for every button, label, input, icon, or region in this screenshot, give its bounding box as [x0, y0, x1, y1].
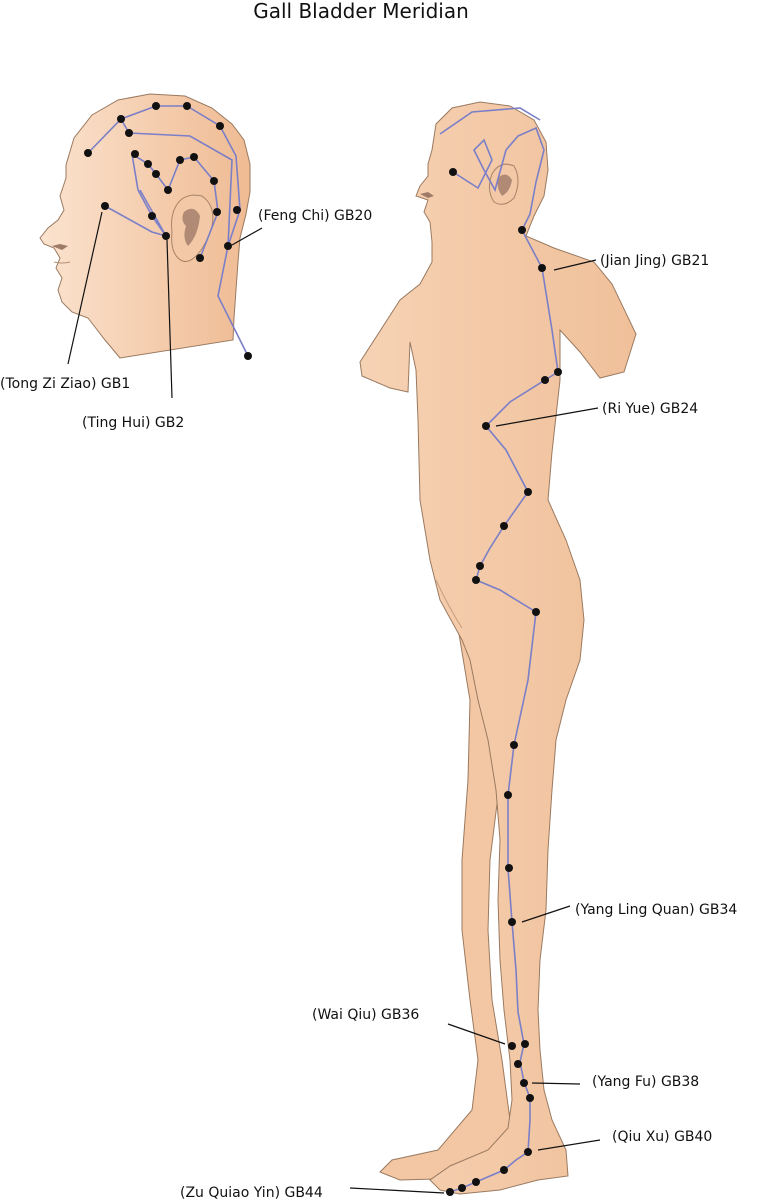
acupoint: [541, 376, 549, 384]
acupoint: [508, 1042, 516, 1050]
acupoint: [244, 352, 252, 360]
label-gb20: (Feng Chi) GB20: [258, 208, 372, 224]
acupoint: [125, 129, 133, 137]
leader-gb38: [531, 1082, 581, 1085]
acupoint: [162, 232, 170, 240]
hip-line: [435, 579, 463, 629]
acupoint: [176, 156, 184, 164]
label-gb38: (Yang Fu) GB38: [592, 1074, 699, 1090]
label-gb40: (Qiu Xu) GB40: [612, 1129, 712, 1145]
body-figure: [359, 101, 637, 1195]
acupoint: [458, 1184, 466, 1192]
acupoint: [532, 608, 540, 616]
body-acupoints: [446, 168, 562, 1196]
acupoint: [476, 562, 484, 570]
acupoint: [514, 1060, 522, 1068]
acupoint: [224, 242, 232, 250]
label-gb36: (Wai Qiu) GB36: [312, 1007, 419, 1023]
leader-gb24: [495, 407, 599, 427]
acupoint: [538, 264, 546, 272]
acupoint: [210, 177, 218, 185]
acupoint: [152, 170, 160, 178]
label-gb34: (Yang Ling Quan) GB34: [575, 902, 737, 918]
acupoint: [216, 122, 224, 130]
leader-gb40: [537, 1139, 601, 1151]
acupoint: [101, 202, 109, 210]
leader-gb21: [553, 259, 597, 271]
leader-gb20: [231, 227, 263, 246]
acupoint: [213, 208, 221, 216]
acupoint: [500, 1166, 508, 1174]
label-gb2: (Ting Hui) GB2: [82, 415, 184, 431]
leader-gb44: [349, 1187, 445, 1194]
acupoint: [521, 1040, 529, 1048]
label-gb21: (Jian Jing) GB21: [600, 253, 709, 269]
acupoint: [233, 206, 241, 214]
diagram-title: Gall Bladder Meridian: [253, 0, 469, 23]
acupoint: [148, 212, 156, 220]
acupoint: [524, 1148, 532, 1156]
acupoint: [152, 102, 160, 110]
body-meridian-line: [439, 107, 559, 1193]
leader-gb34: [521, 905, 571, 923]
nostril: [52, 244, 68, 250]
label-gb24: (Ri Yue) GB24: [602, 401, 698, 417]
leader-gb36: [447, 1023, 506, 1045]
acupoint: [526, 1094, 534, 1102]
acupoint: [84, 149, 92, 157]
mouth-line: [53, 261, 71, 264]
head-acupoints: [84, 102, 252, 360]
acupoint: [482, 422, 490, 430]
acupoint: [117, 115, 125, 123]
acupoint: [449, 168, 457, 176]
acupoint: [508, 918, 516, 926]
label-gb1: (Tong Zi Ziao) GB1: [0, 376, 130, 392]
label-gb44: (Zu Quiao Yin) GB44: [180, 1185, 323, 1200]
acupoint: [504, 791, 512, 799]
acupoint: [183, 102, 191, 110]
acupoint: [472, 576, 480, 584]
acupoint: [510, 741, 518, 749]
acupoint: [554, 368, 562, 376]
acupoint: [472, 1178, 480, 1186]
leader-gb1: [67, 211, 103, 365]
body-ear-canal: [497, 174, 512, 196]
acupoint: [164, 186, 172, 194]
body-nostril: [420, 192, 434, 198]
acupoint: [500, 522, 508, 530]
acupoint: [190, 153, 198, 161]
acupoint: [131, 150, 139, 158]
acupoint: [196, 254, 204, 262]
acupoint: [524, 488, 532, 496]
acupoint: [446, 1188, 454, 1196]
body-silhouette: [359, 101, 637, 1195]
acupoint: [144, 160, 152, 168]
acupoint: [505, 864, 513, 872]
ear-canal: [182, 208, 200, 246]
acupoint: [520, 1079, 528, 1087]
acupoint: [518, 226, 526, 234]
leader-gb2: [166, 239, 173, 399]
